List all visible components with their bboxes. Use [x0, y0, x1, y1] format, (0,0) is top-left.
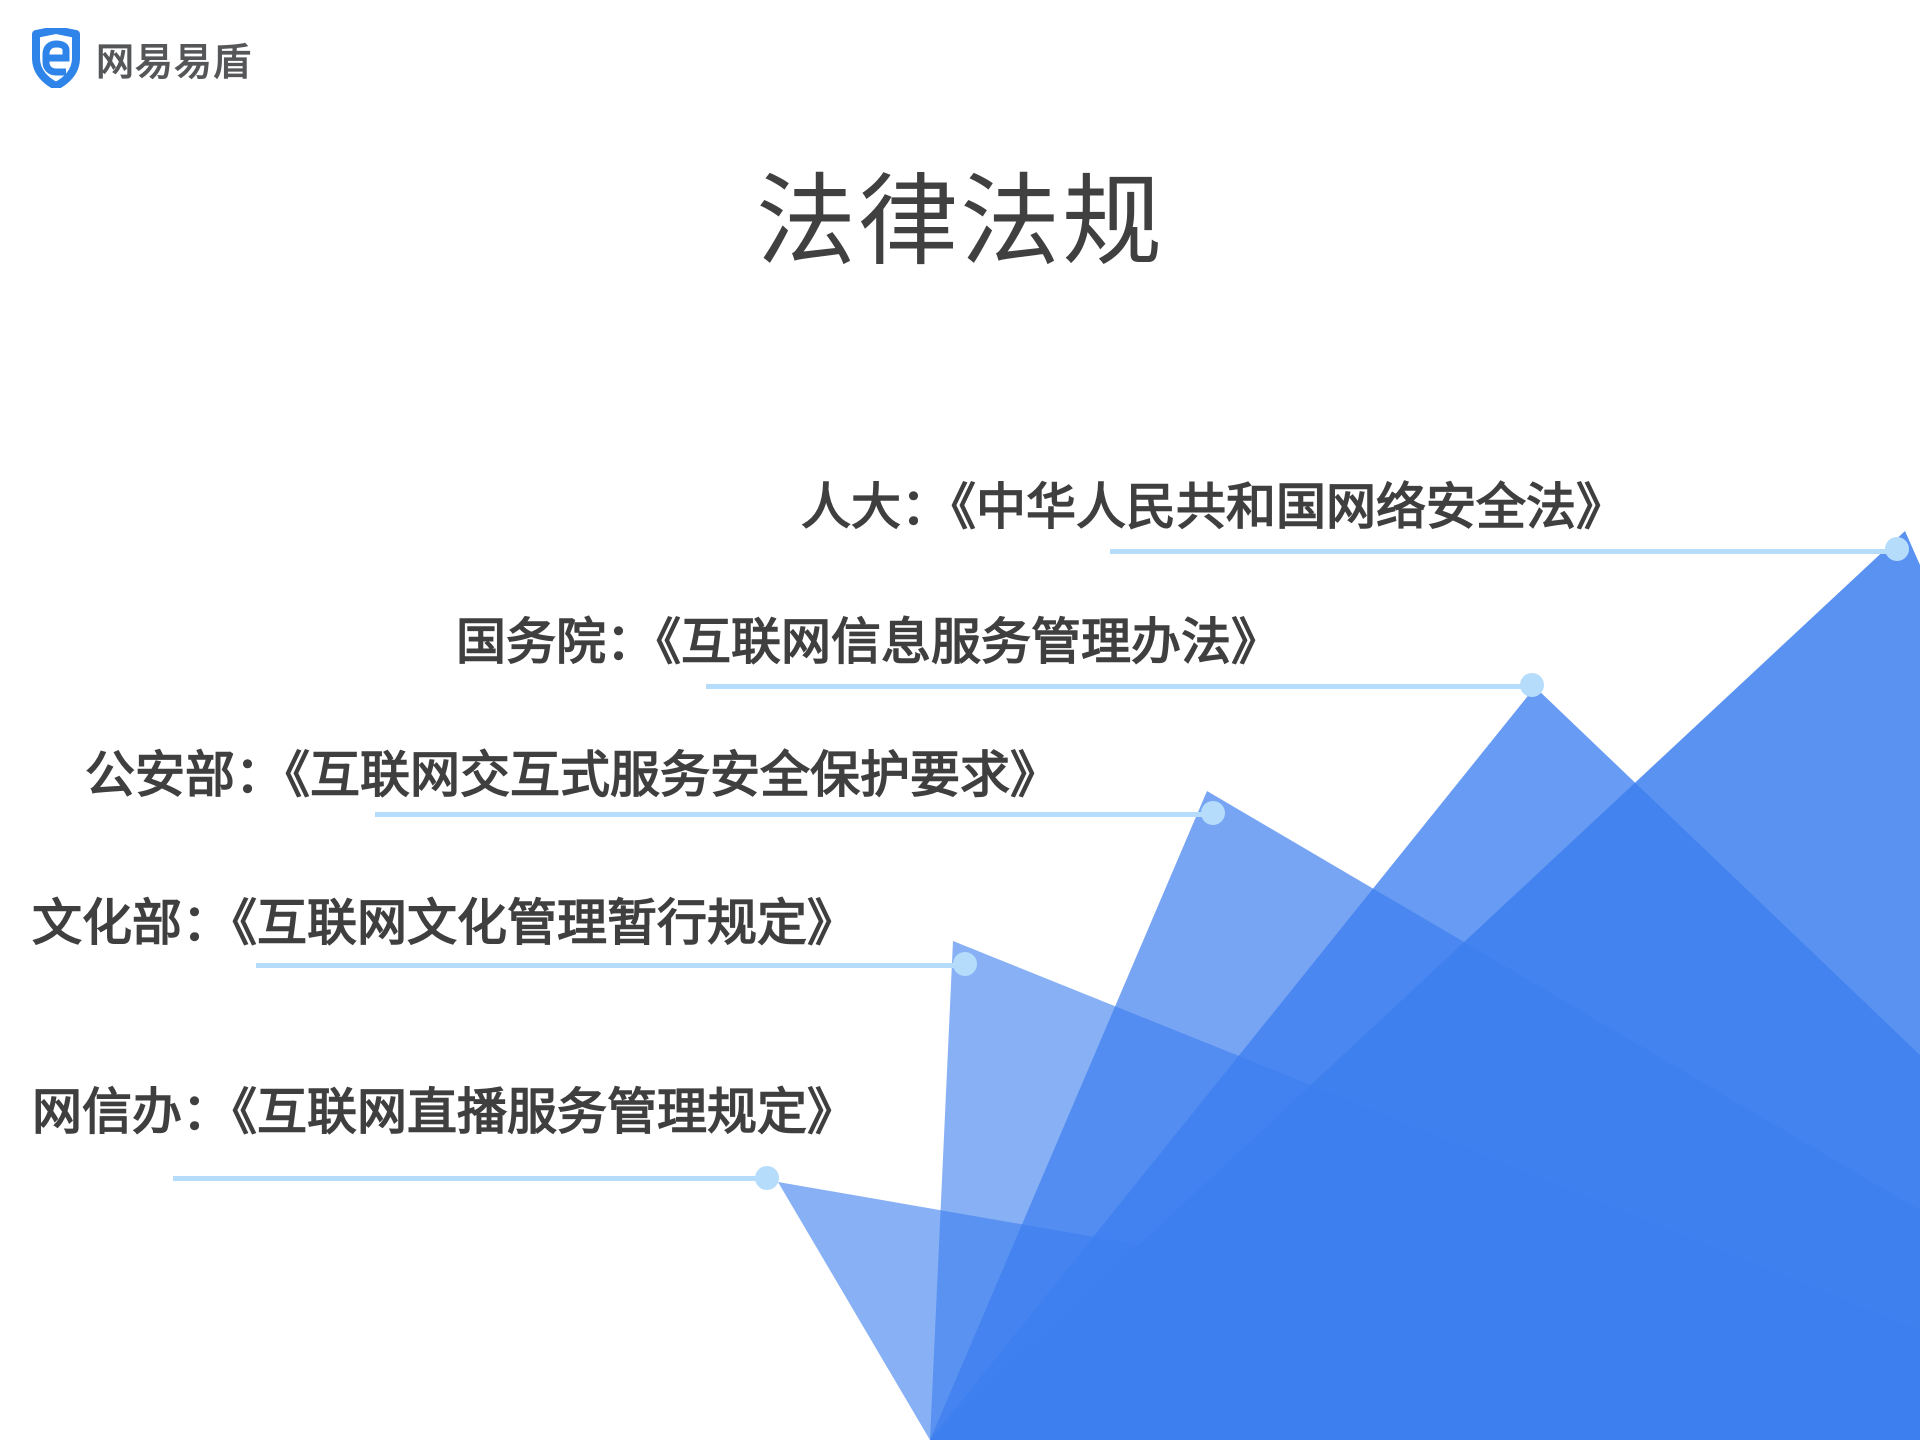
law-document: 《互联网信息服务管理办法》	[656, 613, 1281, 671]
brand-name: 网易易盾	[96, 39, 253, 84]
law-document: 《互联网交互式服务安全保护要求》	[285, 746, 1060, 804]
law-authority: 公安部	[85, 746, 235, 804]
leader-dot-gonganbu	[1201, 801, 1225, 825]
law-authority: 国务院	[456, 613, 606, 671]
law-item-wenhuabu: 文化部：《互联网文化管理暂行规定》	[32, 898, 857, 948]
law-separator: ：	[235, 746, 285, 804]
leader-line-renda	[1110, 549, 1900, 554]
law-item-guowuyuan: 国务院：《互联网信息服务管理办法》	[456, 617, 1281, 667]
law-document: 《互联网文化管理暂行规定》	[232, 894, 857, 952]
brand-logo: 网易易盾	[32, 28, 252, 88]
leader-dot-guowuyuan	[1520, 673, 1544, 697]
mountain-renda	[930, 531, 1920, 1440]
law-authority: 人大	[801, 478, 901, 536]
law-separator: ：	[901, 478, 951, 536]
law-authority: 文化部	[32, 894, 182, 952]
law-separator: ：	[606, 613, 656, 671]
leader-dot-renda	[1885, 537, 1909, 561]
leader-line-wangxinban	[173, 1176, 767, 1181]
law-separator: ：	[182, 1083, 232, 1141]
law-item-gonganbu: 公安部：《互联网交互式服务安全保护要求》	[85, 750, 1060, 800]
law-document: 《中华人民共和国网络安全法》	[951, 478, 1626, 536]
leader-dot-wenhuabu	[953, 952, 977, 976]
leader-line-guowuyuan	[706, 684, 1534, 689]
law-authority: 网信办	[32, 1083, 182, 1141]
leader-line-wenhuabu	[256, 963, 965, 968]
page-title: 法律法规	[756, 163, 1164, 280]
leader-dot-wangxinban	[755, 1166, 779, 1190]
shield-e-icon	[32, 28, 80, 88]
law-document: 《互联网直播服务管理规定》	[232, 1083, 857, 1141]
law-item-renda: 人大：《中华人民共和国网络安全法》	[801, 482, 1626, 532]
leader-line-gonganbu	[375, 812, 1213, 817]
law-separator: ：	[182, 894, 232, 952]
law-item-wangxinban: 网信办：《互联网直播服务管理规定》	[32, 1087, 857, 1137]
